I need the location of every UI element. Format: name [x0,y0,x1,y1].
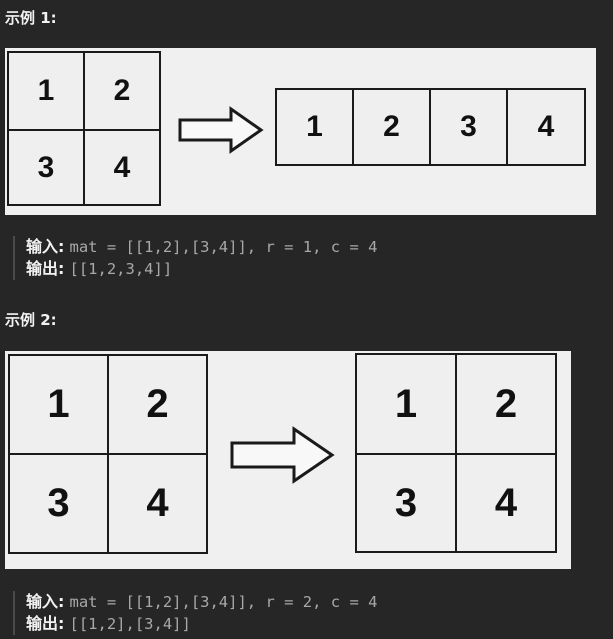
input-line: 输入: mat = [[1,2],[3,4]], r = 1, c = 4 [26,236,377,258]
output-matrix-cell: 3 [355,453,457,553]
input-value: mat = [[1,2],[3,4]], r = 2, c = 4 [69,593,378,611]
input-matrix-cell: 3 [7,129,85,206]
input-matrix-cell: 4 [83,129,161,206]
input-matrix-cell: 1 [8,354,109,455]
input-matrix-cell: 3 [8,453,109,554]
example-2-figure: 1 2 3 4 1 2 3 4 [5,351,571,569]
output-label: 输出: [26,614,65,633]
input-label: 输入: [26,237,65,256]
output-matrix-cell: 2 [352,88,431,166]
input-matrix-cell: 2 [83,51,161,131]
output-line: 输出: [[1,2,3,4]] [26,258,377,280]
output-matrix-cell: 2 [455,353,557,455]
right-arrow-icon [230,426,335,484]
input-line: 输入: mat = [[1,2],[3,4]], r = 2, c = 4 [26,591,377,613]
input-matrix-cell: 4 [107,453,208,554]
output-matrix-cell: 4 [506,88,586,166]
output-line: 输出: [[1,2],[3,4]] [26,613,377,635]
output-matrix-cell: 1 [275,88,354,166]
input-matrix-cell: 1 [7,51,85,131]
example-2-io-block: 输入: mat = [[1,2],[3,4]], r = 2, c = 4 输出… [13,591,377,635]
input-value: mat = [[1,2],[3,4]], r = 1, c = 4 [69,238,378,256]
example-1-io-block: 输入: mat = [[1,2],[3,4]], r = 1, c = 4 输出… [13,236,377,280]
output-value: [[1,2],[3,4]] [69,615,191,633]
output-label: 输出: [26,259,65,278]
input-label: 输入: [26,592,65,611]
example-2-heading: 示例 2: [5,311,57,329]
example-1-figure: 1 2 3 4 1 2 3 4 [5,48,596,215]
output-matrix-cell: 3 [429,88,508,166]
example-1-heading: 示例 1: [5,9,57,27]
right-arrow-icon [178,106,264,154]
output-matrix-cell: 4 [455,453,557,553]
output-value: [[1,2,3,4]] [69,260,173,278]
input-matrix-cell: 2 [107,354,208,455]
output-matrix-cell: 1 [355,353,457,455]
